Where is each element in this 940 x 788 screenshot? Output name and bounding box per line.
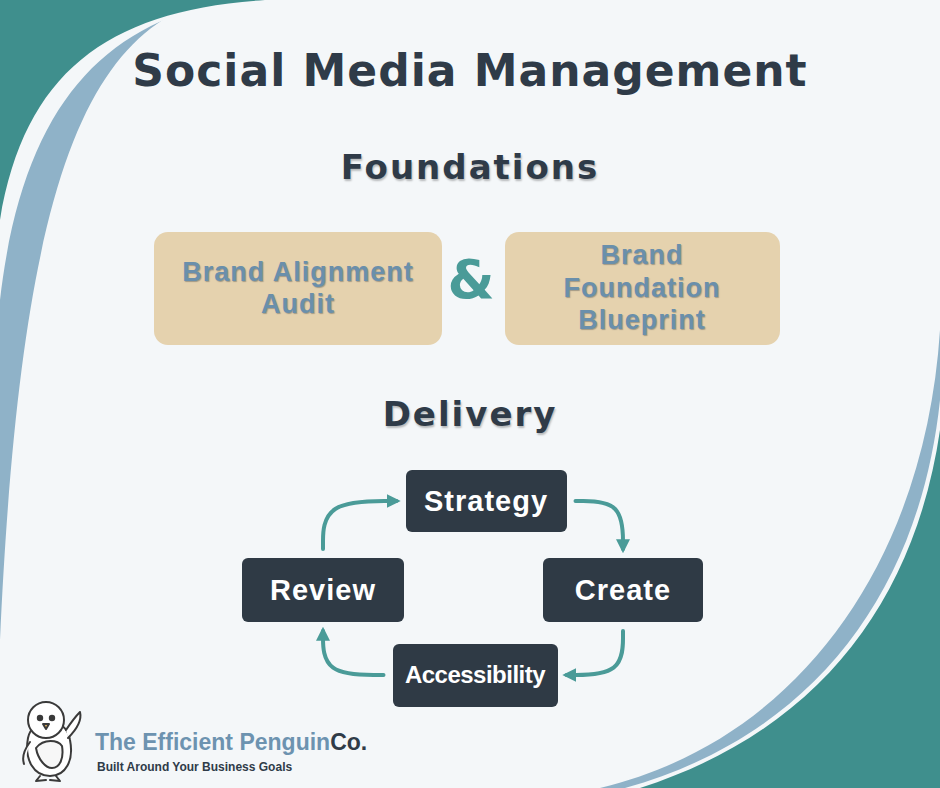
penguin-flipper: [66, 712, 80, 738]
penguin-beak: [43, 724, 49, 729]
penguin-eye: [50, 716, 54, 720]
penguin-feet: [36, 776, 60, 781]
tagline: Built Around Your Business Goals: [97, 761, 292, 775]
page-title: Social Media Management: [132, 45, 807, 96]
cycle-arrow: [567, 631, 624, 675]
process-label: Review: [270, 573, 376, 608]
process-box: Review: [242, 558, 404, 622]
cycle-arrow: [323, 501, 397, 549]
penguin-eye: [38, 716, 42, 720]
cycle-arrow: [323, 631, 384, 675]
process-box: Create: [543, 558, 703, 622]
ampersand: &: [447, 249, 494, 311]
process-box: Accessibility: [393, 644, 558, 707]
foundation-box: Brand Alignment Audit: [154, 232, 442, 345]
process-box: Strategy: [406, 470, 567, 532]
foundation-label: Brand Foundation Blueprint: [542, 239, 742, 336]
cycle-arrow: [576, 501, 624, 549]
foundation-box: Brand Foundation Blueprint: [505, 232, 780, 345]
penguin-head: [28, 702, 64, 738]
section-heading: Foundations: [341, 148, 600, 187]
brand-suffix: Co.: [330, 729, 367, 755]
process-label: Create: [575, 573, 671, 608]
section-heading: Delivery: [383, 395, 558, 434]
penguin-logo: [23, 702, 80, 781]
corner-swoosh: [0, 0, 265, 220]
brand-name: The Efficient Penguin: [95, 729, 330, 755]
penguin-flipper: [23, 742, 30, 764]
foundation-label: Brand Alignment Audit: [162, 256, 434, 321]
process-label: Accessibility: [405, 661, 545, 690]
process-label: Strategy: [424, 484, 548, 519]
penguin-belly: [36, 741, 63, 768]
